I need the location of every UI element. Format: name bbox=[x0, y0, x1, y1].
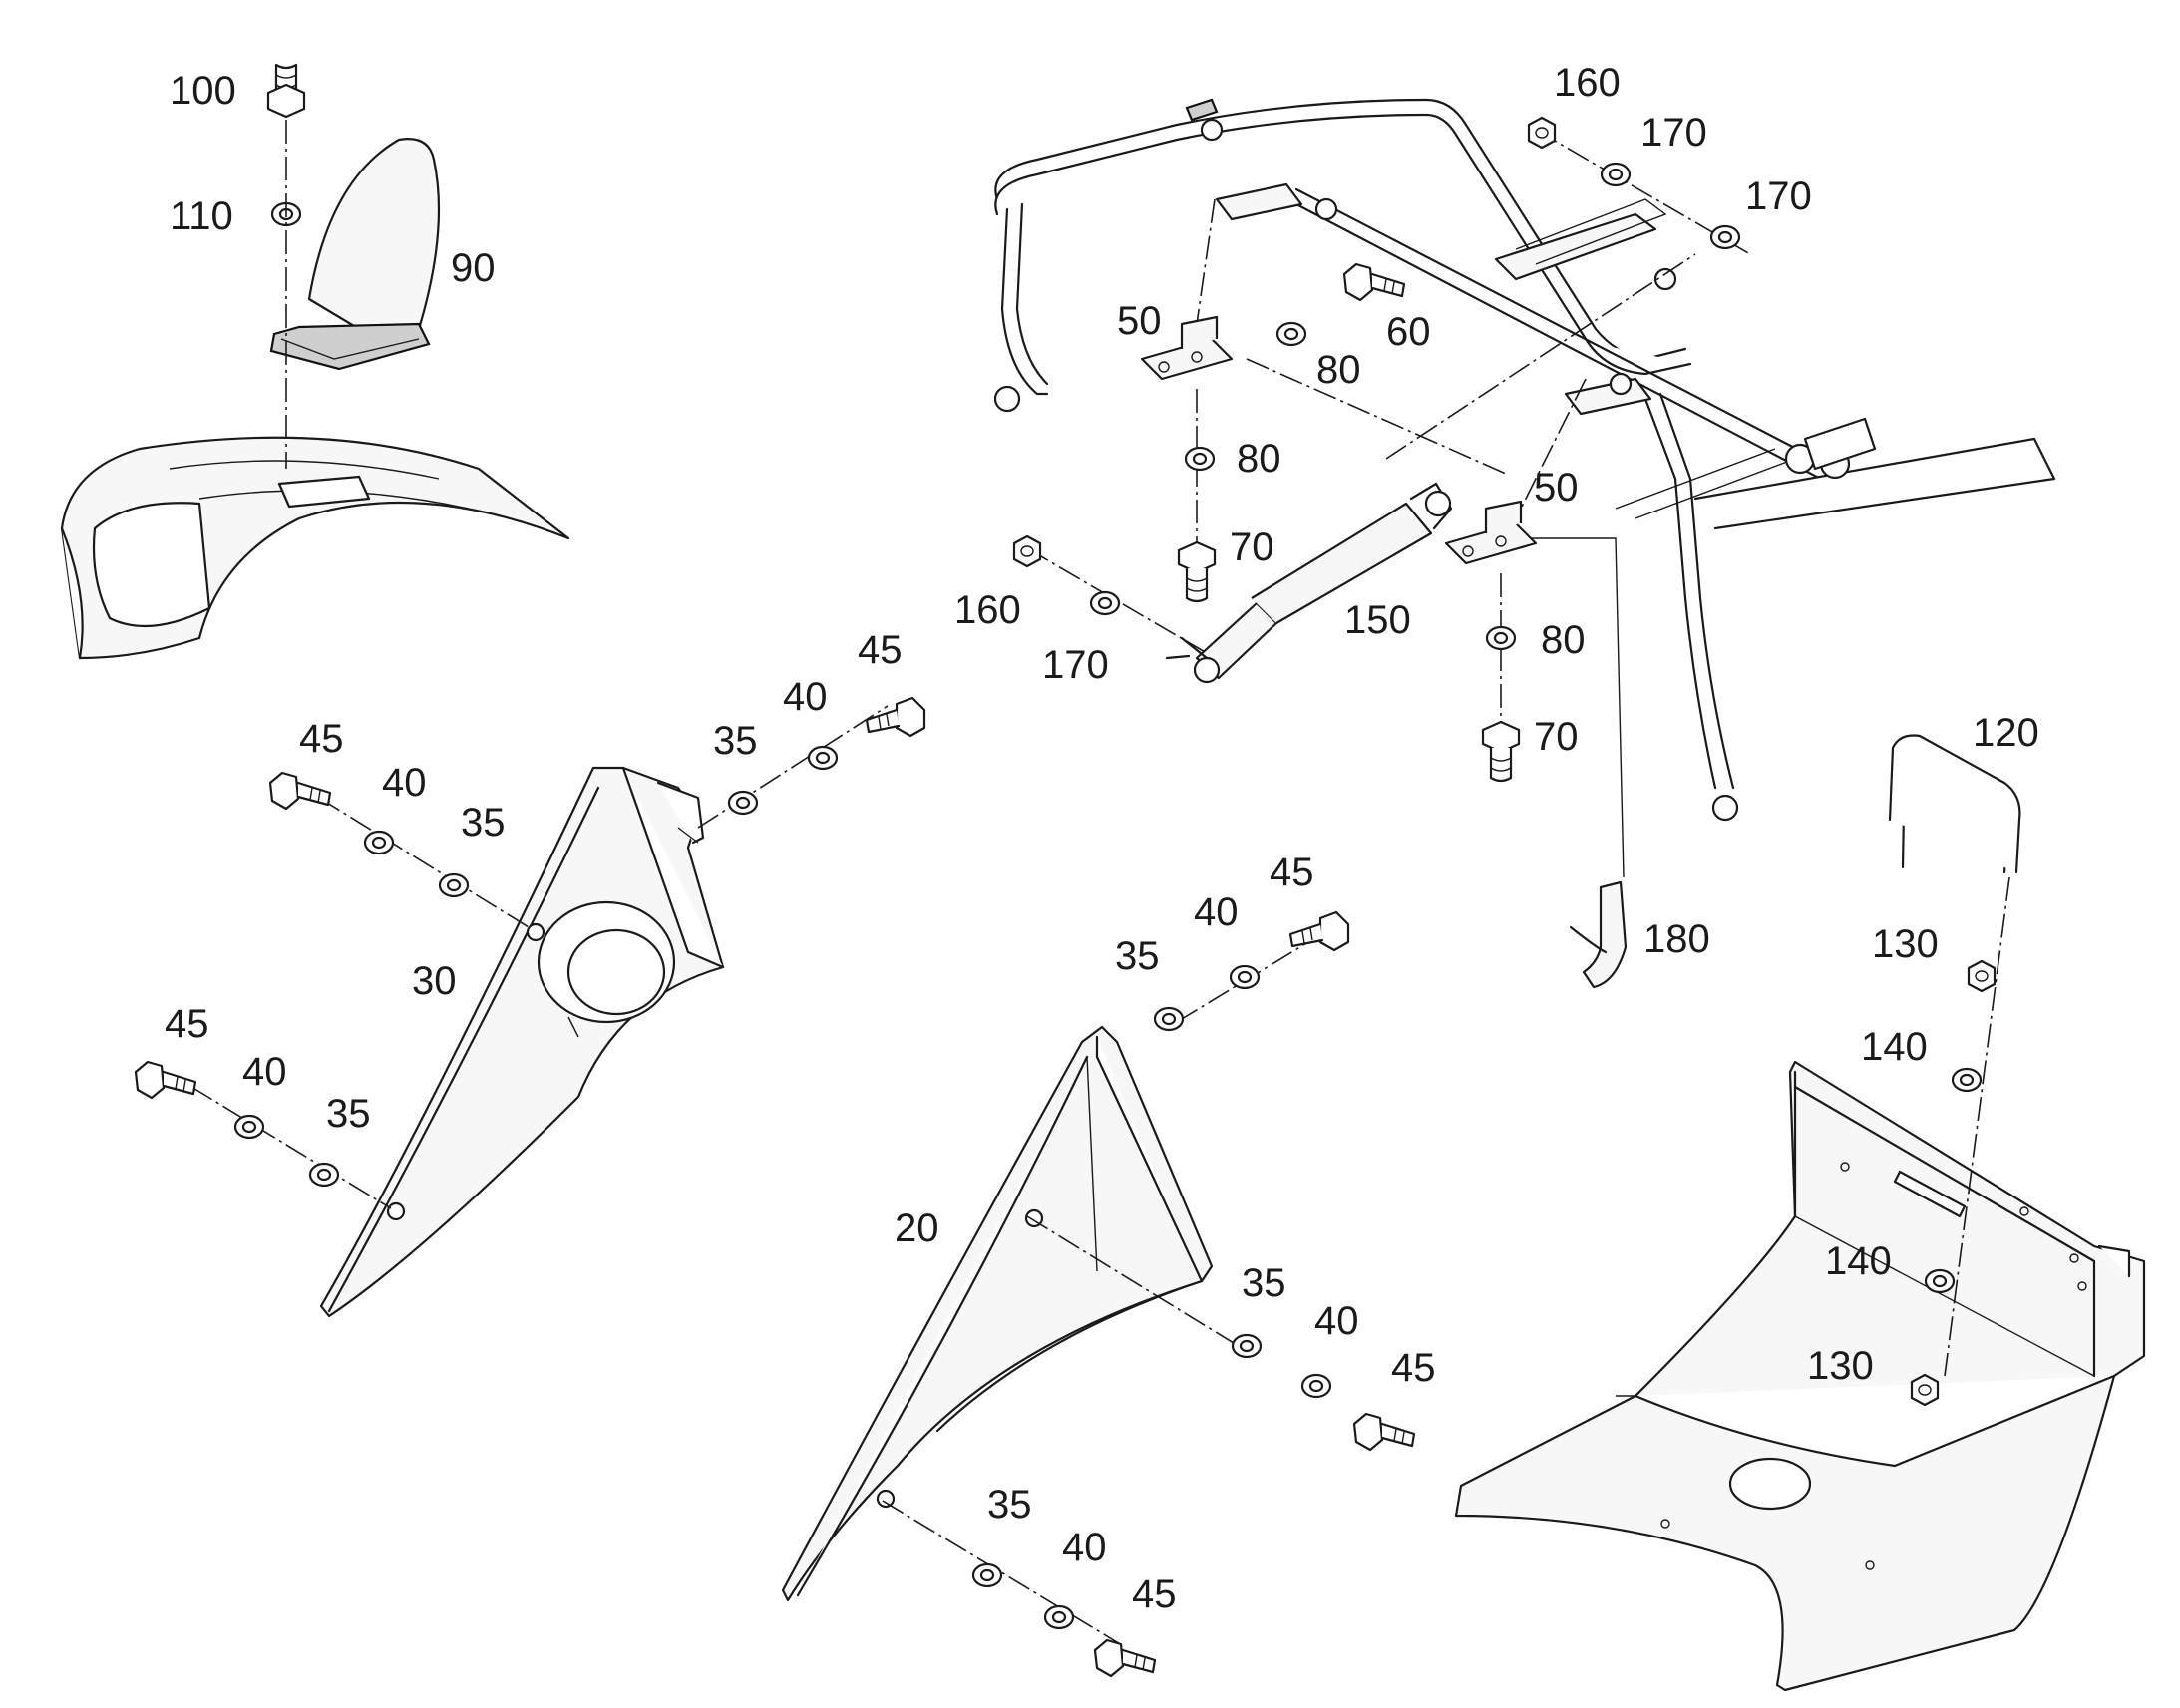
label-170-a: 170 bbox=[1640, 111, 1707, 155]
nut-130-a bbox=[1967, 959, 1997, 993]
label-35-f: 35 bbox=[987, 1483, 1032, 1527]
label-160-b: 160 bbox=[954, 588, 1021, 632]
nut-130-b bbox=[1910, 1373, 1940, 1407]
side-panel-30 bbox=[319, 766, 725, 1318]
bolt-45-a bbox=[268, 771, 332, 811]
label-50-a: 50 bbox=[1117, 299, 1162, 343]
bolt-45-d bbox=[1288, 910, 1350, 952]
label-45-b: 45 bbox=[165, 1002, 209, 1046]
label-140-a: 140 bbox=[1861, 1025, 1928, 1069]
label-130-b: 130 bbox=[1807, 1344, 1874, 1388]
washer-40-d bbox=[1229, 964, 1261, 990]
bolt-70-a bbox=[1177, 540, 1217, 603]
label-30: 30 bbox=[412, 959, 457, 1003]
washer-140-a bbox=[1951, 1067, 1983, 1093]
label-70-b: 70 bbox=[1534, 715, 1579, 759]
label-170-b: 170 bbox=[1745, 174, 1812, 218]
washer-170-b bbox=[1709, 224, 1741, 250]
washer-40-f bbox=[1043, 1604, 1075, 1630]
label-170-c: 170 bbox=[1042, 643, 1109, 687]
label-110: 110 bbox=[170, 194, 233, 238]
bolt-45-b bbox=[134, 1060, 197, 1100]
side-panel-20 bbox=[781, 1025, 1214, 1602]
u-bolt-120 bbox=[1888, 734, 2021, 874]
washer-35-b bbox=[308, 1162, 340, 1188]
label-35-c: 35 bbox=[713, 719, 758, 763]
label-150: 150 bbox=[1344, 598, 1411, 642]
washer-40-c bbox=[807, 745, 839, 771]
label-45-c: 45 bbox=[858, 628, 903, 672]
hinge-50-upper bbox=[1140, 315, 1234, 381]
label-35-d: 35 bbox=[1115, 934, 1160, 978]
washer-170-c bbox=[1089, 590, 1121, 616]
hinge-50-lower bbox=[1444, 500, 1538, 565]
bolt-45-e bbox=[1352, 1412, 1416, 1452]
base-plate bbox=[1454, 1060, 2146, 1692]
washer-40-b bbox=[233, 1114, 265, 1140]
label-35-b: 35 bbox=[326, 1092, 371, 1136]
washer-140-b bbox=[1924, 1268, 1956, 1294]
label-100: 100 bbox=[170, 69, 236, 113]
washer-80-b bbox=[1184, 446, 1216, 472]
label-20: 20 bbox=[895, 1206, 939, 1250]
chute-deflector-90 bbox=[269, 138, 441, 371]
washer-40-a bbox=[363, 830, 395, 855]
label-45-d: 45 bbox=[1270, 851, 1314, 894]
washer-35-d bbox=[1153, 1006, 1185, 1032]
label-35-e: 35 bbox=[1242, 1261, 1286, 1305]
washer-40-e bbox=[1300, 1373, 1332, 1399]
bolt-100 bbox=[266, 63, 306, 119]
label-80-b: 80 bbox=[1237, 437, 1281, 481]
washer-170-a bbox=[1600, 162, 1632, 187]
bracket-180 bbox=[1569, 880, 1628, 989]
nut-160-a bbox=[1527, 116, 1557, 150]
bolt-45-f bbox=[1093, 1638, 1157, 1678]
label-40-b: 40 bbox=[242, 1050, 287, 1094]
bolt-70-b bbox=[1481, 720, 1521, 783]
washer-35-a bbox=[438, 872, 470, 898]
label-40-a: 40 bbox=[382, 761, 427, 805]
discharge-chute-assembly bbox=[60, 436, 570, 660]
washer-80-a bbox=[1275, 321, 1307, 347]
washer-35-c bbox=[727, 790, 759, 816]
label-140-b: 140 bbox=[1825, 1239, 1892, 1283]
gas-spring-150 bbox=[1165, 482, 1453, 684]
label-40-d: 40 bbox=[1194, 890, 1239, 934]
bolt-45-c bbox=[865, 696, 926, 738]
part-labels: 100 110 90 160 170 170 50 60 80 80 70 50… bbox=[165, 61, 2039, 1616]
nut-160-b bbox=[1012, 534, 1042, 568]
label-160-a: 160 bbox=[1554, 61, 1621, 105]
label-40-f: 40 bbox=[1062, 1526, 1107, 1569]
washer-80-c bbox=[1485, 625, 1517, 651]
label-180: 180 bbox=[1643, 917, 1710, 961]
handle-frame bbox=[993, 98, 2056, 822]
label-90: 90 bbox=[451, 246, 496, 290]
label-120: 120 bbox=[1973, 711, 2039, 755]
label-35-a: 35 bbox=[461, 801, 506, 845]
label-45-e: 45 bbox=[1391, 1346, 1436, 1390]
label-45-f: 45 bbox=[1132, 1572, 1177, 1616]
washer-35-f bbox=[971, 1562, 1003, 1588]
label-40-c: 40 bbox=[783, 675, 828, 719]
label-130-a: 130 bbox=[1872, 922, 1939, 966]
label-80-c: 80 bbox=[1541, 618, 1586, 662]
label-50-b: 50 bbox=[1534, 466, 1579, 510]
washer-35-e bbox=[1231, 1333, 1263, 1359]
label-70-a: 70 bbox=[1230, 525, 1274, 569]
label-80-a: 80 bbox=[1316, 348, 1361, 392]
label-45-a: 45 bbox=[299, 717, 344, 761]
label-60: 60 bbox=[1386, 310, 1431, 354]
label-40-e: 40 bbox=[1314, 1299, 1359, 1343]
